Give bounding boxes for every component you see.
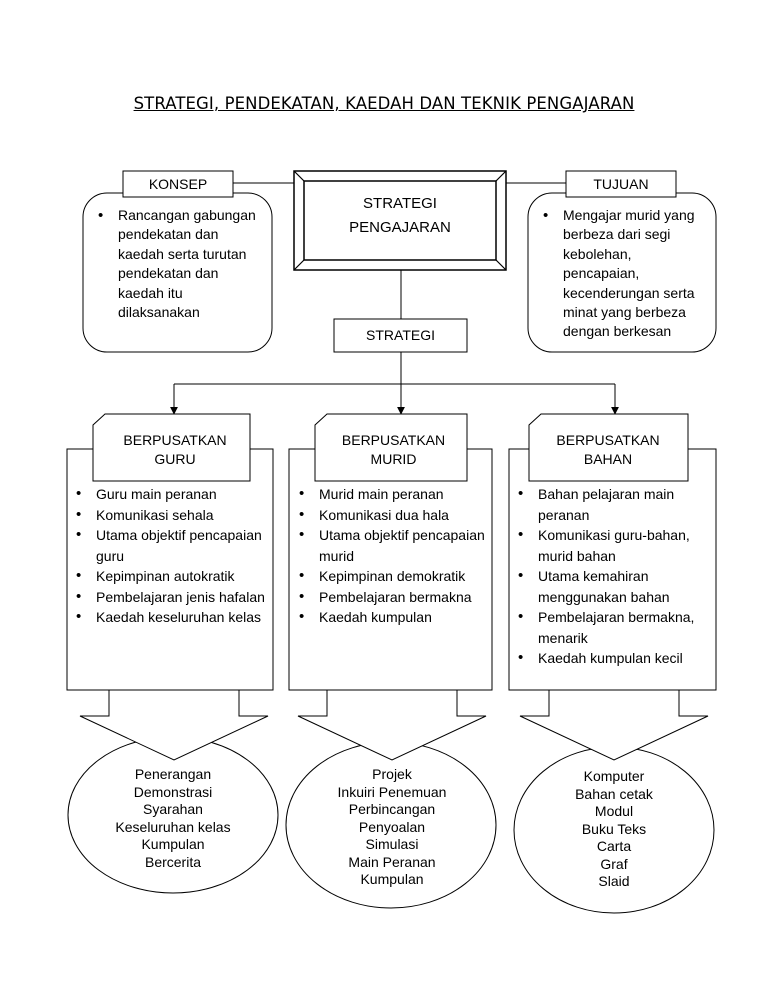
oval-item: Kumpulan <box>141 836 205 852</box>
oval-item: Inkuiri Penemuan <box>337 783 447 800</box>
oval-item: Bahan cetak <box>575 785 653 802</box>
center-box: STRATEGI PENGAJARAN <box>304 192 496 240</box>
oval-item: Slaid <box>598 873 630 889</box>
list-item: Utama objektif pencapaian murid <box>298 525 488 566</box>
oval-item: Modul <box>594 803 634 819</box>
tujuan-label: TUJUAN <box>593 176 649 192</box>
page-title: STRATEGI, PENDEKATAN, KAEDAH DAN TEKNIK … <box>133 94 635 113</box>
oval-item: Keseluruhan kelas <box>115 818 231 835</box>
oval-item: Carta <box>596 838 632 854</box>
list-item: Pembelajaran bermakna <box>298 587 488 608</box>
oval-item: Penyoalan <box>358 818 426 835</box>
list-item: Murid main peranan <box>298 484 488 505</box>
center-line-2: PENGAJARAN <box>349 219 451 236</box>
heading-bahan: BERPUSATKAN BAHAN <box>533 431 683 469</box>
center-line-1: STRATEGI <box>363 195 437 212</box>
oval-item: Buku Teks <box>581 820 647 837</box>
list-item: Kepimpinan demokratik <box>298 566 488 587</box>
center-box-frame <box>293 170 507 271</box>
heading-guru-line2: GURU <box>154 451 196 467</box>
list-item: Pembelajaran bermakna, menarik <box>517 607 713 648</box>
list-item: Kepimpinan autokratik <box>75 566 267 587</box>
konsep-label: KONSEP <box>148 176 208 192</box>
tujuan-label-box <box>565 170 677 198</box>
list-item: Utama kemahiran menggunakan bahan <box>517 566 713 607</box>
list-item: Komunikasi dua hala <box>298 505 488 526</box>
list-item: Bahan pelajaran main peranan <box>517 484 713 525</box>
list-item: Komunikasi sehala <box>75 505 267 526</box>
list-item: Kaedah kumpulan <box>298 607 488 628</box>
list-item: Pembelajaran jenis hafalan <box>75 587 267 608</box>
list-murid: Murid main peranan Komunikasi dua hala U… <box>298 484 488 628</box>
konsep-item: Rancangan gabungan pendekatan dan kaedah… <box>97 206 267 322</box>
oval-item: Perbincangan <box>348 801 436 817</box>
list-item: Utama objektif pencapaian guru <box>75 525 267 566</box>
list-item: Kaedah keseluruhan kelas <box>75 607 267 628</box>
oval-item: Bercerita <box>144 853 202 870</box>
heading-guru-line1: BERPUSATKAN <box>123 432 227 448</box>
oval-guru: Penerangan Demonstrasi Syarahan Keseluru… <box>88 766 258 871</box>
oval-item: Graf <box>600 855 628 872</box>
oval-item: Projek <box>372 766 412 782</box>
list-item: Guru main peranan <box>75 484 267 505</box>
oval-item: Main Peranan <box>348 853 436 870</box>
oval-item: Demonstrasi <box>133 783 213 800</box>
konsep-list: Rancangan gabungan pendekatan dan kaedah… <box>97 206 267 322</box>
oval-bahan: Komputer Bahan cetak Modul Buku Teks Car… <box>529 768 699 891</box>
list-item: Komunikasi guru-bahan, murid bahan <box>517 525 713 566</box>
list-item: Kaedah kumpulan kecil <box>517 648 713 669</box>
tujuan-item: Mengajar murid yang berbeza dari segi ke… <box>542 206 710 342</box>
oval-item: Simulasi <box>365 836 419 852</box>
oval-item: Syarahan <box>143 801 203 817</box>
strategi-label: STRATEGI <box>366 327 435 343</box>
list-guru: Guru main peranan Komunikasi sehala Utam… <box>75 484 267 628</box>
heading-bahan-line2: BAHAN <box>583 451 633 467</box>
heading-murid: BERPUSATKAN MURID <box>320 431 467 469</box>
konsep-content: Rancangan gabungan pendekatan dan kaedah… <box>97 206 267 342</box>
tujuan-list: Mengajar murid yang berbeza dari segi ke… <box>542 206 710 342</box>
oval-item: Penerangan <box>134 766 212 782</box>
heading-guru: BERPUSATKAN GURU <box>100 431 250 469</box>
tujuan-content: Mengajar murid yang berbeza dari segi ke… <box>542 206 710 342</box>
heading-murid-line1: BERPUSATKAN <box>341 432 446 448</box>
heading-bahan-line1: BERPUSATKAN <box>556 432 660 448</box>
oval-item: Komputer <box>583 768 645 784</box>
heading-murid-line2: MURID <box>370 451 417 467</box>
oval-murid: Projek Inkuiri Penemuan Perbincangan Pen… <box>307 766 477 889</box>
oval-item: Kumpulan <box>360 871 424 887</box>
list-bahan: Bahan pelajaran main peranan Komunikasi … <box>517 484 713 669</box>
konsep-label-box <box>122 170 234 198</box>
